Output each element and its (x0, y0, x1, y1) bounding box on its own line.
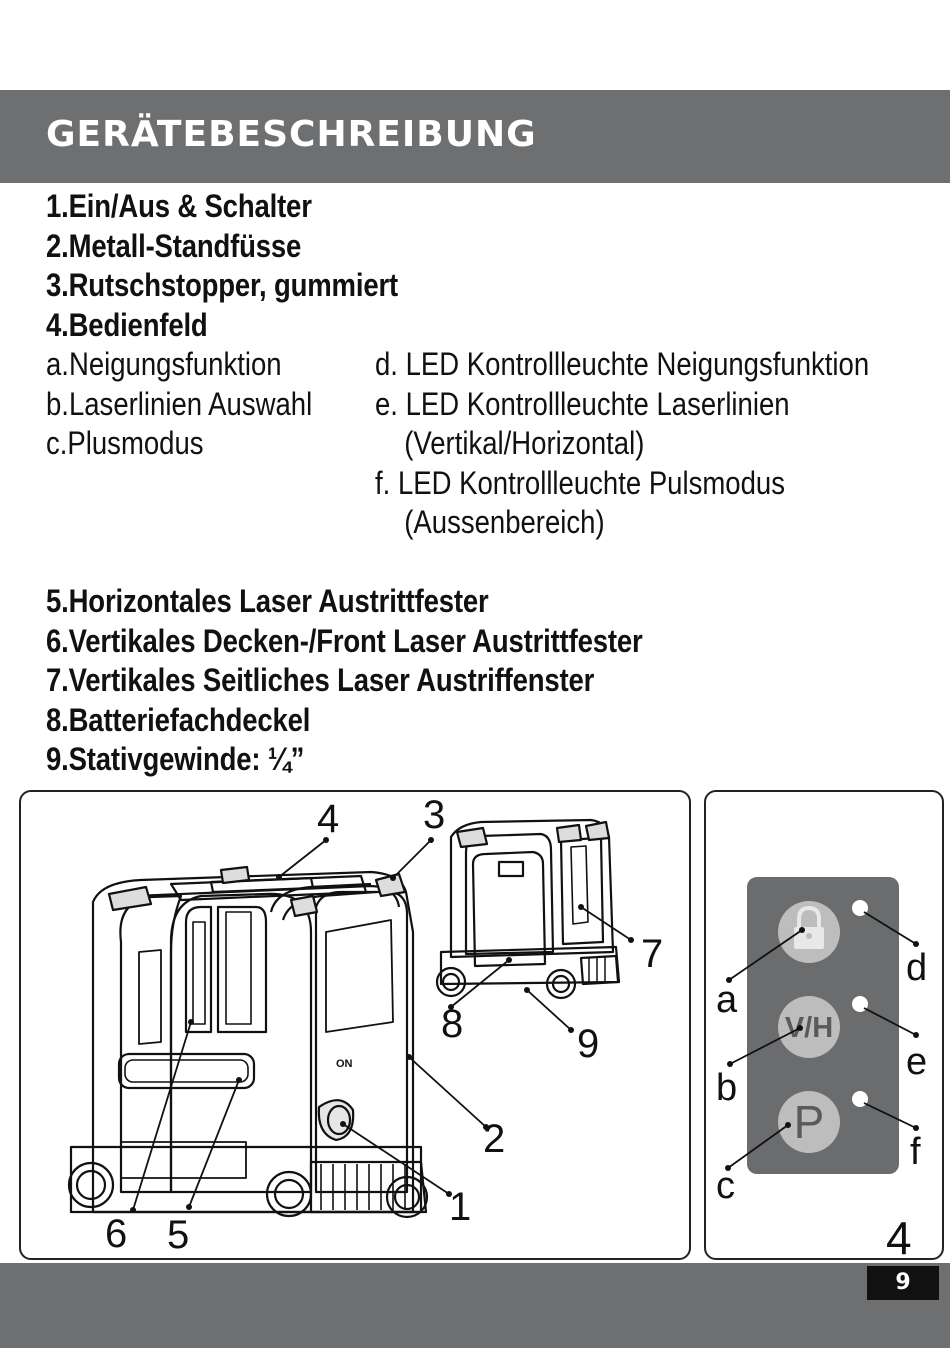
label-a: a (716, 979, 738, 1021)
callout-leaders (132, 839, 632, 1211)
label-d: d (906, 947, 927, 989)
list-item: e. LED Kontrollleuchte Laserlinien (375, 385, 790, 422)
component-list-top: 1.Ein/Aus & Schalter 2.Metall-Standfüsse… (46, 187, 455, 345)
header-band (0, 90, 950, 183)
page-number: 9 (867, 1266, 939, 1300)
control-list-left: a.Neigungsfunktion b.Laserlinien Auswahl… (46, 345, 356, 464)
callout-3: 3 (423, 793, 445, 837)
control-panel-illustration: V/H P a b c d e (716, 877, 927, 1264)
callout-numbers: 4 3 7 8 9 2 1 6 5 (105, 793, 663, 1257)
page-title: GERÄTEBESCHREIBUNG (46, 114, 537, 155)
callout-9: 9 (577, 1022, 599, 1066)
footer-band (0, 1263, 950, 1348)
callout-dots (130, 837, 634, 1213)
figure-number: 4 (886, 1212, 912, 1258)
list-item: 6.Vertikales Decken-/Front Laser Austrit… (46, 622, 643, 659)
list-item: (Vertikal/Horizontal) (404, 425, 645, 461)
lock-icon (797, 905, 821, 928)
callout-2: 2 (483, 1117, 505, 1161)
list-item: c.Plusmodus (46, 425, 204, 461)
list-item: 2.Metall-Standfüsse (46, 227, 302, 264)
list-item: 9.Stativgewinde: ¼” (46, 741, 305, 777)
list-item: b.Laserlinien Auswahl (46, 385, 313, 422)
laser-level-main-body (67, 865, 429, 1219)
on-switch-label: ON (336, 1058, 353, 1070)
device-figure: ON (19, 790, 691, 1260)
list-item: a.Neigungsfunktion (46, 346, 282, 382)
p-button-label: P (794, 1096, 825, 1148)
list-item: 1.Ein/Aus & Schalter (46, 188, 312, 224)
laser-line-select-button[interactable]: V/H (778, 996, 840, 1058)
vh-button-label: V/H (785, 1012, 833, 1044)
list-item: 3.Rutschstopper, gummiert (46, 267, 399, 303)
tilt-button[interactable] (778, 901, 840, 963)
control-list-right: d. LED Kontrollleuchte Neigungsfunktion … (375, 345, 950, 543)
component-list-bottom: 5.Horizontales Laser Austrittfester 6.Ve… (46, 582, 740, 780)
list-item: 5.Horizontales Laser Austrittfester (46, 583, 489, 619)
laser-level-rear-view (435, 818, 621, 1000)
label-c: c (716, 1165, 735, 1207)
control-panel-figure: V/H P a b c d e (704, 790, 944, 1264)
laser-level-illustration: ON (67, 793, 663, 1257)
label-e: e (906, 1041, 927, 1083)
label-f: f (910, 1131, 921, 1173)
pulse-mode-button[interactable]: P (778, 1091, 840, 1153)
panel-labels: a b c d e f 4 (716, 947, 927, 1264)
callout-4: 4 (317, 797, 339, 841)
panel-leader-dots (725, 927, 919, 1171)
callout-7: 7 (641, 932, 663, 976)
callout-5: 5 (167, 1213, 189, 1257)
list-item: 4.Bedienfeld (46, 306, 208, 343)
list-item: 8.Batteriefachdeckel (46, 701, 311, 738)
list-item: d. LED Kontrollleuchte Neigungsfunktion (375, 346, 870, 382)
label-b: b (716, 1067, 737, 1109)
callout-1: 1 (449, 1185, 471, 1229)
callout-6: 6 (105, 1212, 127, 1256)
list-item: (Aussenbereich) (404, 504, 605, 540)
list-item: f. LED Kontrollleuchte Pulsmodus (375, 464, 785, 501)
list-item: 7.Vertikales Seitliches Laser Austriffen… (46, 662, 595, 698)
callout-8: 8 (441, 1002, 463, 1046)
panel-leaders (727, 911, 917, 1169)
